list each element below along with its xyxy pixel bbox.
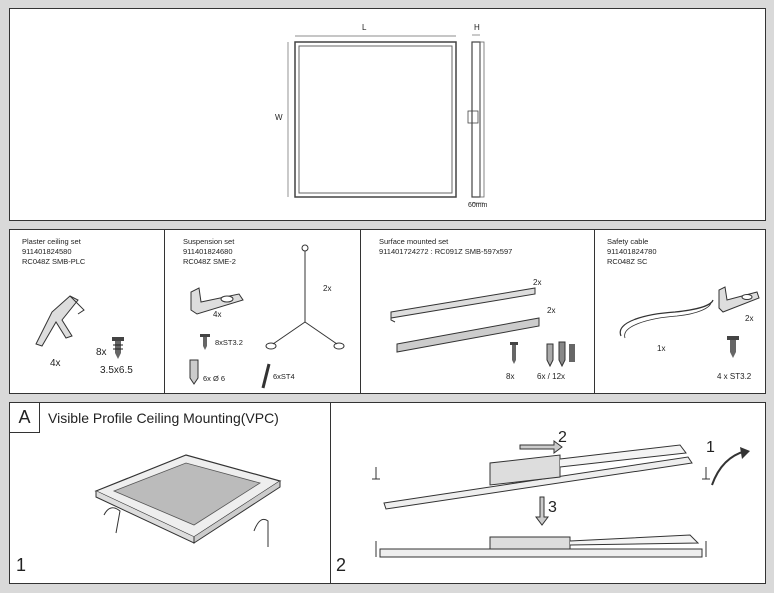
suspension-set: Suspension set 911401824680 RC048Z SME-2… xyxy=(164,230,360,393)
rail-top-icon xyxy=(390,287,536,323)
dimension-width-label: W xyxy=(275,113,283,122)
cable-qty: 1x xyxy=(657,344,666,353)
set-title: Safety cable xyxy=(607,237,649,246)
arrow-label-1: 1 xyxy=(706,439,715,456)
installation-panel: A Visible Profile Ceiling Mounting(VPC) … xyxy=(9,402,766,584)
arrow-label-2: 2 xyxy=(558,429,567,446)
wall-plug-icon xyxy=(189,359,199,385)
screw-qty: 8x xyxy=(506,372,515,381)
set-code: 911401824680 xyxy=(183,247,233,256)
dimension-depth-label: 60mm xyxy=(468,202,488,209)
plaster-ceiling-set: Plaster ceiling set 911401824580 RC048Z … xyxy=(10,230,164,393)
screw-icon xyxy=(200,334,210,350)
section-letter-box: A xyxy=(10,403,40,433)
set-ref: RC048Z SC xyxy=(607,257,648,266)
rail-bottom-icon xyxy=(396,317,540,353)
rail-top-qty: 2x xyxy=(533,278,542,287)
step-number-2: 2 xyxy=(336,555,347,575)
anchor-screw-qty: 6x / 12x xyxy=(537,372,566,381)
section-letter: A xyxy=(18,407,31,427)
bracket-icon xyxy=(718,286,760,313)
set-title: Suspension set xyxy=(183,237,235,246)
panel-front-drawing xyxy=(287,34,485,204)
anchor-screw-icon xyxy=(546,341,575,368)
dimension-height-label: H xyxy=(474,23,480,32)
set-code: 911401724272 : RC091Z SMB-597x597 xyxy=(379,247,513,256)
clamp-qty: 4x xyxy=(50,358,61,369)
screw-icon xyxy=(727,336,739,358)
set-code: 911401824780 xyxy=(607,247,657,256)
accessory-sets-panel: Plaster ceiling set 911401824580 RC048Z … xyxy=(9,229,766,394)
arrow-label-3: 3 xyxy=(548,499,557,516)
step-divider xyxy=(330,403,331,583)
set-title: Plaster ceiling set xyxy=(22,237,81,246)
set-ref: RC048Z SME-2 xyxy=(183,257,236,266)
bracket-qty: 2x xyxy=(745,314,754,323)
set-ref: RC048Z SMB-PLC xyxy=(22,257,86,266)
safety-cable-set: Safety cable 911401824780 RC048Z SC 2x 1… xyxy=(594,230,765,393)
screw2-qty: 6xST4 xyxy=(273,372,295,381)
rail-bottom-qty: 2x xyxy=(547,306,556,315)
screw-size: 3.5x6.5 xyxy=(100,365,133,376)
screw-long-icon xyxy=(261,363,271,389)
screw-qty: 8x xyxy=(96,347,107,358)
step-number-1: 1 xyxy=(16,555,27,575)
screw-qty: 8xST3.2 xyxy=(215,338,243,347)
wire-qty: 2x xyxy=(323,284,332,293)
wire-suspension-icon xyxy=(265,244,345,350)
panel-tilt-illustration xyxy=(372,440,750,558)
dimension-length-label: L xyxy=(362,23,367,32)
set-title: Surface mounted set xyxy=(379,237,449,246)
ceiling-panel-illustration xyxy=(94,454,282,547)
set-code: 911401824580 xyxy=(22,247,72,256)
plug-qty: 6x Ø 6 xyxy=(203,374,226,383)
clamp-icon xyxy=(35,295,85,347)
section-title: Visible Profile Ceiling Mounting(VPC) xyxy=(48,410,279,426)
screw-icon xyxy=(510,342,518,364)
bracket-icon xyxy=(190,287,244,315)
screw-qty: 4 x ST3.2 xyxy=(717,372,752,381)
bracket-qty: 4x xyxy=(213,310,222,319)
safety-cable-icon xyxy=(619,299,714,339)
dimensions-panel: L W H 60mm xyxy=(9,8,766,221)
screw-icon xyxy=(112,337,124,359)
surface-mounted-set: Surface mounted set 911401724272 : RC091… xyxy=(360,230,594,393)
